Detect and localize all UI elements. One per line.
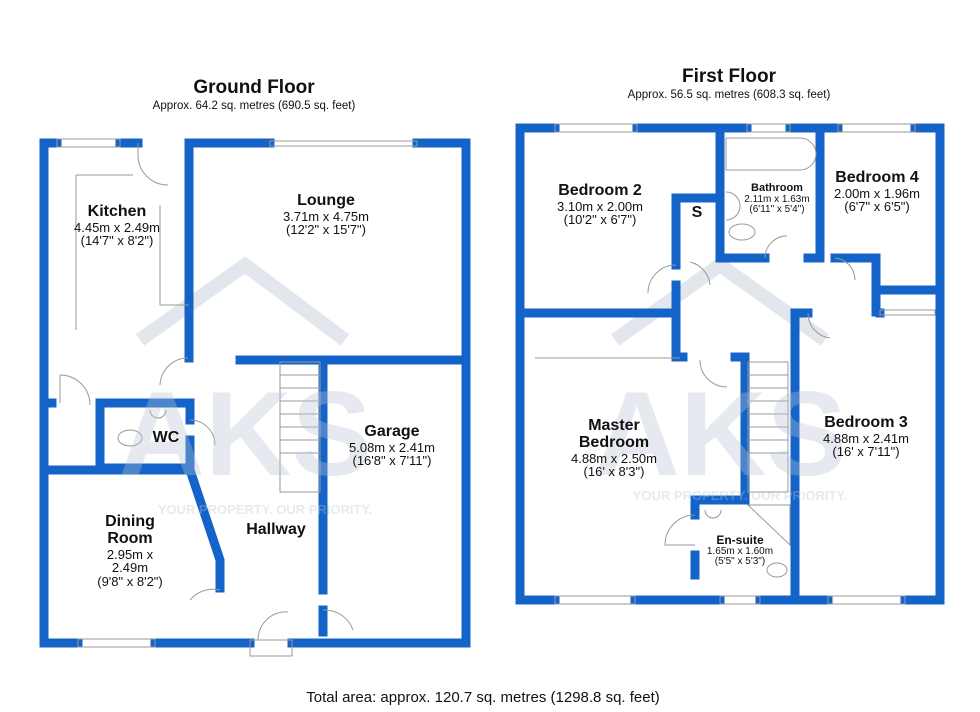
watermark-tagline: YOUR PROPERTY. OUR PRIORITY. <box>632 488 848 503</box>
room-label-bedroom-3: Bedroom 3 4.88m x 2.41m (16' x 7'11") <box>823 414 909 460</box>
room-name: En-suite <box>716 533 764 547</box>
room-name: Garage <box>364 423 420 440</box>
room-dimensions-metric: 2.11m x 1.63m <box>744 193 810 205</box>
room-dimensions-metric: 5.08m x 2.41m <box>349 439 435 455</box>
room-name: Bedroom 4 <box>835 169 919 186</box>
room-dimensions-metric: 2.95m x 2.49m <box>106 546 154 576</box>
room-label-lounge: Lounge 3.71m x 4.75m (12'2" x 15'7") <box>283 192 369 238</box>
room-dimensions-imperial: (6'11" x 5'4") <box>749 204 805 216</box>
room-name-hallway: Hallway <box>246 521 306 538</box>
room-dimensions-imperial: (9'8" x 8'2") <box>97 573 163 589</box>
first-floor-fixtures <box>535 123 936 605</box>
room-label-kitchen: Kitchen 4.45m x 2.49m (14'7" x 8'2") <box>74 203 160 249</box>
room-label-garage: Garage 5.08m x 2.41m (16'8" x 7'11") <box>349 423 435 469</box>
room-label-en-suite: En-suite 1.65m x 1.60m (5'5" x 5'3") <box>707 534 773 568</box>
room-label-dining-room: Dining Room 2.95m x 2.49m (9'8" x 8'2") <box>90 513 170 589</box>
room-dimensions-imperial: (16' x 7'11") <box>832 444 900 460</box>
room-dimensions-imperial: (16' x 8'3") <box>583 464 645 480</box>
room-name: Bedroom 2 <box>558 182 642 199</box>
ground-floor-fixtures <box>56 138 418 657</box>
room-dimensions-imperial: (6'7" x 6'5") <box>844 199 910 215</box>
room-dimensions-metric: 4.88m x 2.41m <box>823 430 909 446</box>
room-dimensions-metric: 1.65m x 1.60m <box>706 545 774 557</box>
room-name: Master Bedroom <box>578 417 650 451</box>
room-name: Dining Room <box>105 513 155 547</box>
ground-floor-area: Approx. 64.2 sq. metres (690.5 sq. feet) <box>152 100 356 112</box>
room-name: Bedroom 3 <box>824 414 908 431</box>
room-name: Lounge <box>297 192 355 209</box>
room-dimensions-metric: 3.71m x 4.75m <box>283 208 369 224</box>
room-dimensions-metric: 2.00m x 1.96m <box>834 185 920 201</box>
room-dimensions-imperial: (14'7" x 8'2") <box>80 233 154 249</box>
watermark-logo <box>135 256 830 346</box>
room-label-bedroom-4: Bedroom 4 2.00m x 1.96m (6'7" x 6'5") <box>834 169 920 215</box>
watermark-logo-text: AKS <box>118 367 372 501</box>
room-name-storage: S <box>691 204 703 221</box>
room-label-bedroom-2: Bedroom 2 3.10m x 2.00m (10'2" x 6'7") <box>557 182 643 228</box>
room-dimensions-metric: 4.45m x 2.49m <box>74 219 160 235</box>
watermark-tagline: YOUR PROPERTY. OUR PRIORITY. <box>157 502 373 517</box>
room-label-master-bedroom: Master Bedroom 4.88m x 2.50m (16' x 8'3"… <box>569 417 659 480</box>
room-dimensions-imperial: (5'5" x 5'3") <box>714 556 766 568</box>
room-dimensions-imperial: (12'2" x 15'7") <box>286 222 366 238</box>
room-dimensions-metric: 3.10m x 2.00m <box>557 198 643 214</box>
room-dimensions-metric: 4.88m x 2.50m <box>571 450 657 466</box>
room-name: Bathroom <box>751 182 803 194</box>
watermark-logo-text: AKS <box>593 367 847 501</box>
room-name: Kitchen <box>87 203 147 220</box>
room-dimensions-imperial: (10'2" x 6'7") <box>563 212 637 228</box>
first-floor-walls <box>515 123 945 605</box>
first-floor-title: First Floor <box>682 66 776 87</box>
room-dimensions-imperial: (16'8" x 7'11") <box>352 453 432 469</box>
ground-floor-walls <box>39 138 471 648</box>
room-label-bathroom: Bathroom 2.11m x 1.63m (6'11" x 5'4") <box>744 182 810 216</box>
room-name-wc: WC <box>152 429 180 446</box>
first-floor-area: Approx. 56.5 sq. metres (608.3 sq. feet) <box>627 89 831 101</box>
ground-floor-title: Ground Floor <box>193 77 315 98</box>
total-area: Total area: approx. 120.7 sq. metres (12… <box>306 689 660 706</box>
